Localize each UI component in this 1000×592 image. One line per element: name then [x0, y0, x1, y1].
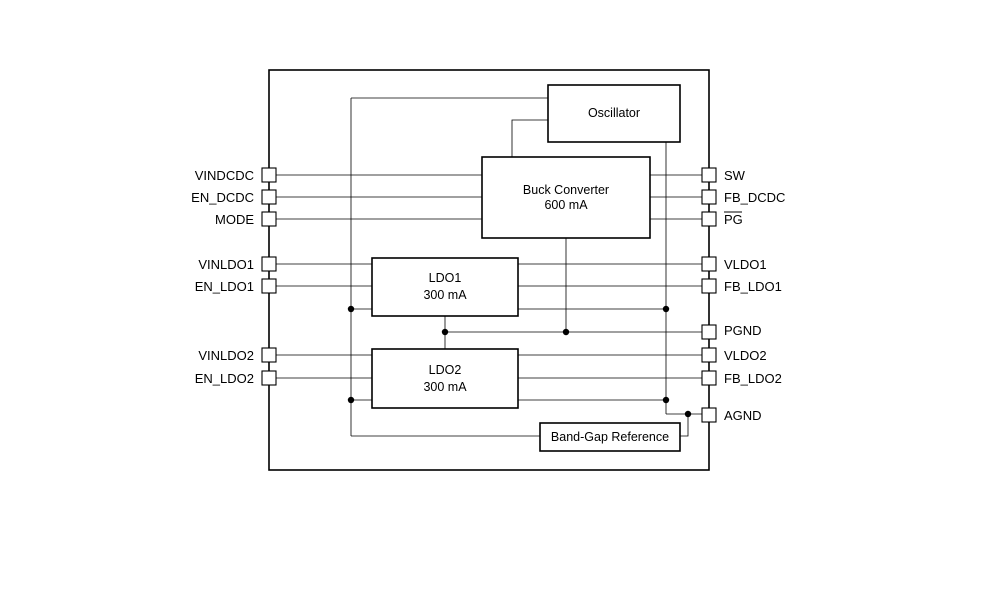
pin-label-mode: MODE: [215, 212, 254, 227]
pin-agnd: AGND: [701, 407, 762, 423]
pin-pg: PG: [701, 211, 743, 227]
pin-vldo1: VLDO1: [701, 256, 767, 272]
pin-vindcdc: VINDCDC: [195, 167, 277, 183]
pin-label-sw: SW: [724, 168, 746, 183]
pin-label-agnd: AGND: [724, 408, 762, 423]
pin-label-fb-ldo1: FB_LDO1: [724, 279, 782, 294]
pin-pgnd: PGND: [701, 323, 762, 340]
pin-fb-dcdc: FB_DCDC: [701, 189, 785, 205]
pin-fb-ldo2: FB_LDO2: [701, 370, 782, 386]
pin-label-vindcdc: VINDCDC: [195, 168, 254, 183]
pin-sw: SW: [701, 167, 746, 183]
ldo1-label: LDO1: [429, 271, 462, 285]
pin-en-ldo1: EN_LDO1: [195, 278, 277, 294]
pin-vinldo1: VINLDO1: [198, 256, 277, 272]
pin-en-ldo2: EN_LDO2: [195, 370, 277, 386]
buck-converter-block: Buck Converter 600 mA: [481, 156, 651, 239]
pin-label-vldo2: VLDO2: [724, 348, 767, 363]
ldo1-block: LDO1 300 mA: [371, 257, 519, 317]
pin-label-en-ldo1: EN_LDO1: [195, 279, 254, 294]
pin-label-vldo1: VLDO1: [724, 257, 767, 272]
bandgap-reference-block: Band-Gap Reference: [539, 422, 681, 452]
junctions: [347, 305, 692, 418]
pin-label-en-dcdc: EN_DCDC: [191, 190, 254, 205]
pin-en-dcdc: EN_DCDC: [191, 189, 277, 205]
wires: [276, 97, 702, 437]
pin-mode: MODE: [215, 211, 277, 227]
pin-label-pg: PG: [724, 212, 743, 227]
pin-label-en-ldo2: EN_LDO2: [195, 371, 254, 386]
ldo1-rating: 300 mA: [423, 288, 467, 302]
ldo2-block: LDO2 300 mA: [371, 348, 519, 409]
left-pins: VINDCDC EN_DCDC MODE VINLDO1 EN_LDO1 VIN…: [191, 167, 277, 386]
pin-label-pgnd: PGND: [724, 323, 762, 338]
oscillator-block: Oscillator: [547, 84, 681, 143]
pin-label-fb-ldo2: FB_LDO2: [724, 371, 782, 386]
pin-label-fb-dcdc: FB_DCDC: [724, 190, 785, 205]
right-pins: SW FB_DCDC PG VLDO1 FB_LDO1 PGND VLDO2: [701, 167, 785, 423]
bandgap-reference-label: Band-Gap Reference: [551, 430, 669, 444]
buck-converter-label: Buck Converter: [523, 183, 609, 197]
buck-converter-rating: 600 mA: [544, 198, 588, 212]
pin-fb-ldo1: FB_LDO1: [701, 278, 782, 294]
oscillator-label: Oscillator: [588, 106, 640, 120]
pin-label-vinldo2: VINLDO2: [198, 348, 254, 363]
pin-vldo2: VLDO2: [701, 347, 767, 363]
ldo2-rating: 300 mA: [423, 380, 467, 394]
ldo2-label: LDO2: [429, 363, 462, 377]
pin-label-vinldo1: VINLDO1: [198, 257, 254, 272]
pin-vinldo2: VINLDO2: [198, 347, 277, 363]
